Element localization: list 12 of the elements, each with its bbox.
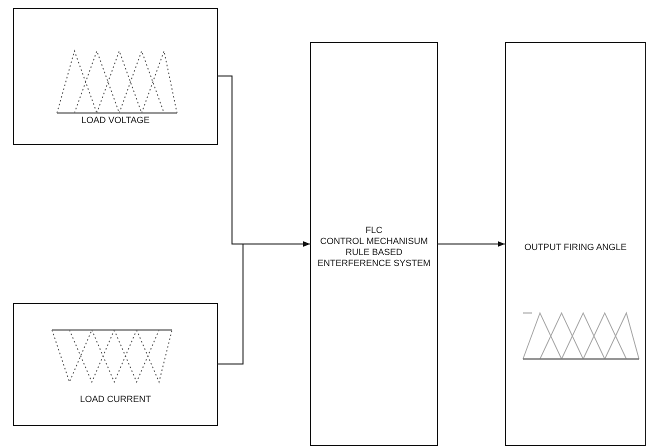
block-box bbox=[310, 42, 438, 446]
arrow bbox=[216, 241, 310, 364]
block-box bbox=[13, 303, 218, 426]
input-label: LOAD CURRENT bbox=[78, 394, 152, 405]
block-label: OUTPUT FIRING ANGLE bbox=[523, 242, 628, 253]
block-label: FLC bbox=[364, 225, 384, 236]
arrow bbox=[438, 241, 506, 247]
block-label: CONTROL MECHANISUM bbox=[319, 236, 429, 247]
block-box bbox=[505, 42, 646, 446]
input-label: LOAD VOLTAGE bbox=[80, 115, 151, 126]
block-box bbox=[13, 8, 218, 145]
block-label: RULE BASED ENTERFERENCE SYSTEM bbox=[316, 247, 432, 269]
